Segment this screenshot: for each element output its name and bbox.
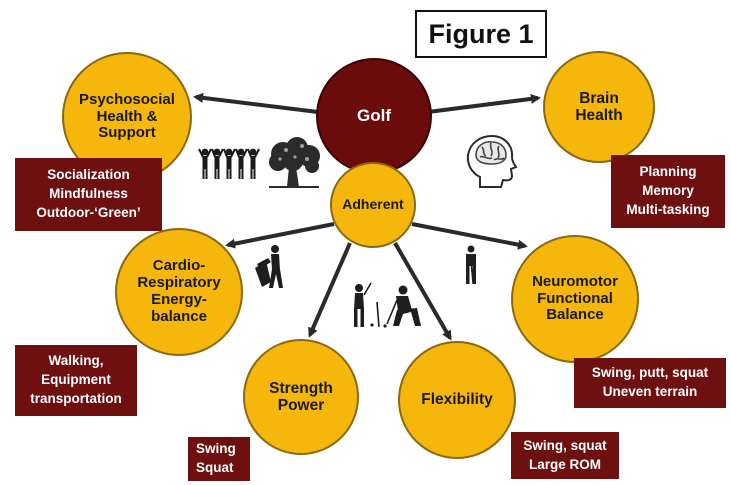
arrow-adherent-to-strength (308, 242, 352, 338)
group-of-people-icon (198, 148, 260, 179)
arrow-adherent-to-cardio (225, 222, 335, 249)
golfers-squatting-icon (354, 282, 421, 328)
psychosocial-label: Psychosocial Health & Support (79, 90, 175, 142)
figure-label: Figure 1 (415, 10, 547, 58)
strength-power-label: Strength Power (269, 379, 333, 414)
golf-node: Golf (316, 58, 432, 174)
brain-health-node: Brain Health (543, 51, 655, 163)
adherent-node: Adherent (330, 162, 416, 248)
adherent-label: Adherent (342, 196, 404, 213)
cardio-label: Cardio- Respiratory Energy- balance (137, 257, 221, 325)
golfer-putting-icon (466, 245, 476, 285)
brain-head-icon (466, 134, 518, 188)
tree-icon (269, 137, 320, 188)
neuromotor-node: Neuromotor Functional Balance (511, 235, 639, 363)
cardio-node: Cardio- Respiratory Energy- balance (115, 228, 243, 356)
psychosocial-node: Psychosocial Health & Support (62, 52, 192, 182)
psychosocial-detail-text: Socialization Mindfulness Outdoor-‘Green… (36, 167, 141, 220)
neuromotor-detail-text: Swing, putt, squat Uneven terrain (591, 365, 709, 399)
arrow-golf-to-psychosocial (193, 92, 319, 114)
psychosocial-detail-box: Socialization Mindfulness Outdoor-‘Green… (15, 158, 162, 231)
strength-power-node: Strength Power (243, 339, 359, 455)
golfer-walking-with-bag-icon (255, 245, 283, 288)
arrow-golf-to-brain (427, 93, 541, 114)
cardio-detail-text: Walking, Equipment transportation (30, 353, 122, 406)
arrow-adherent-to-neuromotor (411, 222, 528, 250)
flexibility-node: Flexibility (398, 341, 516, 459)
brain-health-label: Brain Health (575, 89, 623, 124)
flexibility-detail-text: Swing, squat Large ROM (523, 437, 607, 472)
brain-detail-box: Planning Memory Multi-tasking (611, 155, 725, 228)
neuromotor-detail-box: Swing, putt, squat Uneven terrain (574, 358, 726, 408)
neuromotor-label: Neuromotor Functional Balance (532, 272, 618, 324)
cardio-detail-box: Walking, Equipment transportation (15, 345, 137, 416)
golf-label: Golf (357, 106, 391, 126)
flexibility-detail-box: Swing, squat Large ROM (511, 432, 619, 479)
strength-detail-text: Swing Squat (196, 441, 236, 475)
brain-detail-text: Planning Memory Multi-tasking (626, 164, 710, 217)
strength-detail-box: Swing Squat (188, 437, 250, 481)
flexibility-label: Flexibility (421, 391, 493, 409)
arrow-adherent-to-flexibility (393, 241, 452, 341)
